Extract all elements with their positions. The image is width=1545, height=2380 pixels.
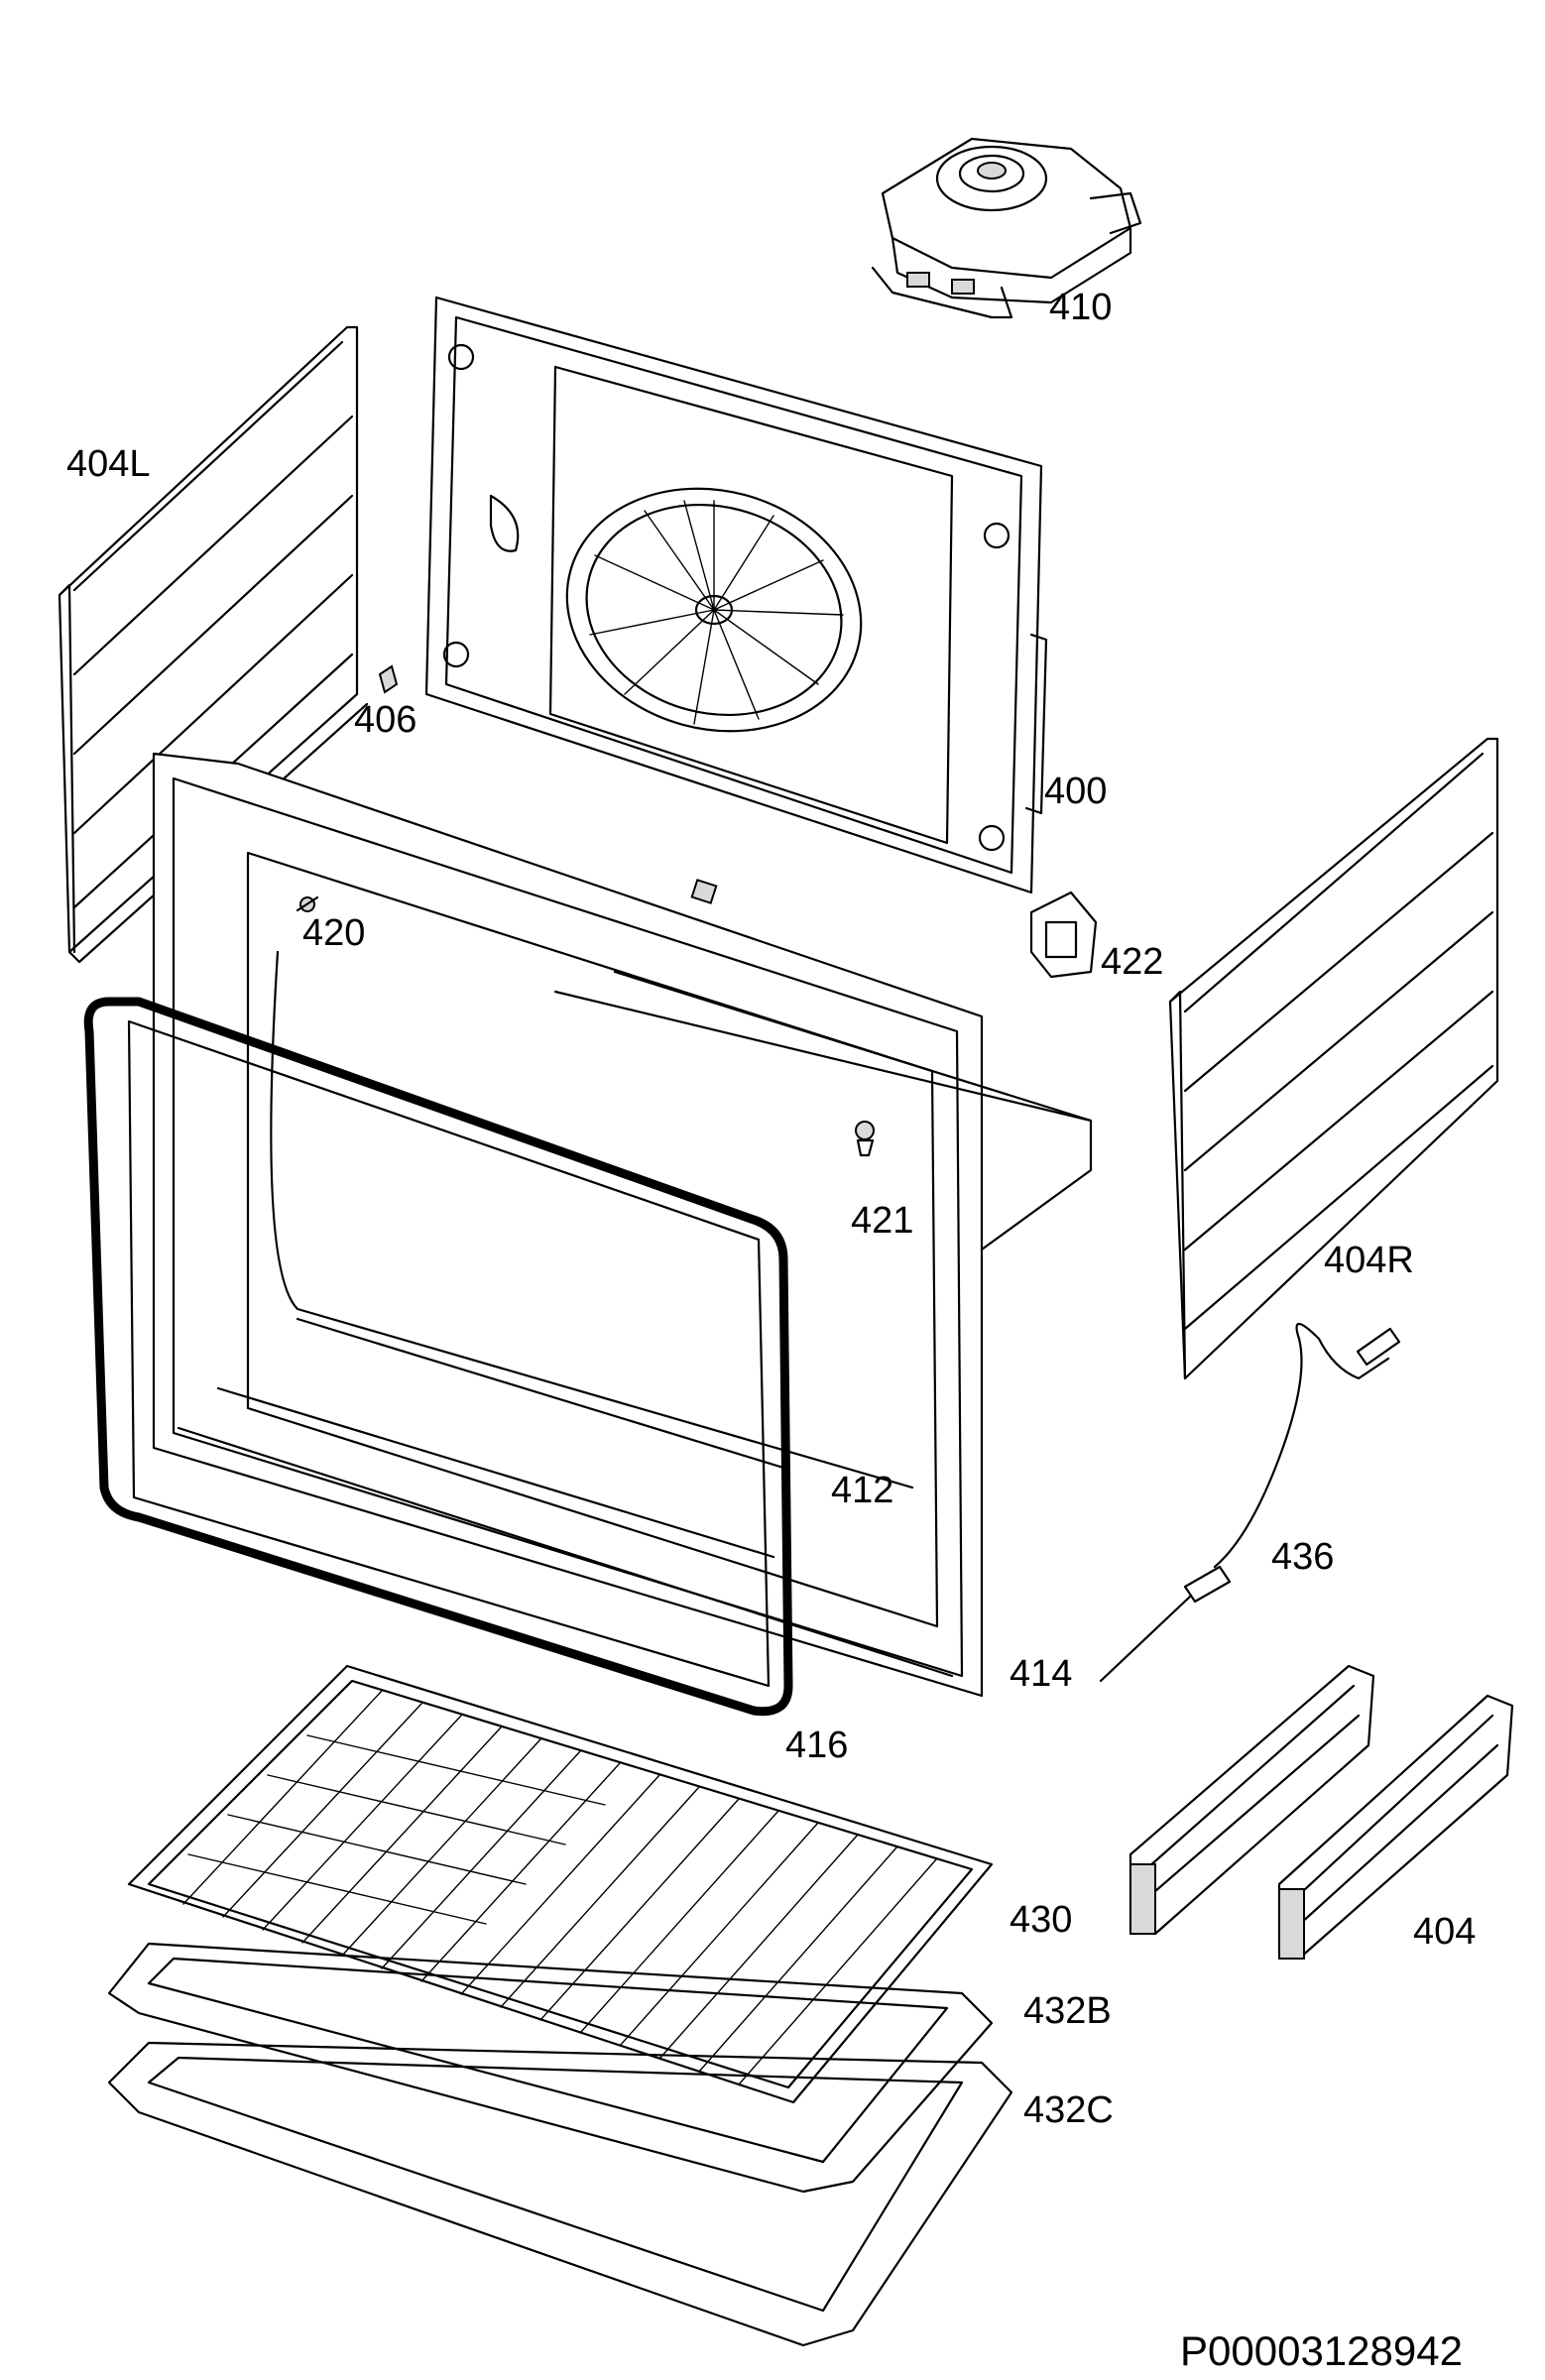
part-412-oven-cavity <box>152 752 1093 1698</box>
label-422: 422 <box>1101 941 1163 983</box>
part-432C-deep-tray <box>107 2041 1013 2347</box>
part-420-screw <box>296 895 319 912</box>
label-430: 430 <box>1010 1899 1072 1941</box>
label-414: 414 <box>1010 1653 1072 1695</box>
part-400-back-panel <box>424 296 1048 894</box>
part-416-door-seal <box>83 997 793 1717</box>
part-422-lamp-holder <box>1029 891 1098 979</box>
label-406: 406 <box>354 699 416 741</box>
label-404R: 404R <box>1324 1240 1414 1281</box>
label-420: 420 <box>302 912 365 954</box>
label-416: 416 <box>785 1725 848 1766</box>
part-410-fan-motor <box>871 137 1142 319</box>
part-404-telescopic-runners <box>1129 1664 1514 1961</box>
fan-cover-slots <box>589 500 844 725</box>
part-436-meat-probe <box>1099 1322 1401 1683</box>
part-432B-tray <box>107 1942 994 2194</box>
part-404L-left-shelf-support <box>58 325 369 964</box>
label-400: 400 <box>1044 771 1107 812</box>
label-412: 412 <box>831 1470 893 1511</box>
label-404L: 404L <box>66 443 151 485</box>
label-421: 421 <box>851 1200 913 1242</box>
part-404R-right-shelf-support <box>1168 737 1499 1380</box>
part-430-wire-shelf <box>127 1664 994 2104</box>
document-code: P00003128942 <box>1180 2327 1463 2374</box>
label-432B: 432B <box>1023 1990 1112 2032</box>
label-410: 410 <box>1049 287 1112 328</box>
label-432C: 432C <box>1023 2089 1114 2131</box>
label-436: 436 <box>1271 1536 1334 1578</box>
part-406-clip <box>378 664 399 694</box>
label-404: 404 <box>1413 1911 1476 1953</box>
part-421-screw <box>855 1121 875 1157</box>
